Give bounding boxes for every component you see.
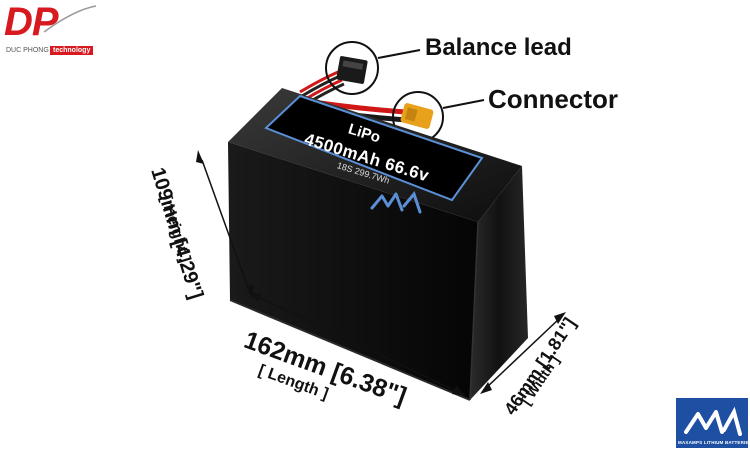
balance-connector-icon <box>336 56 368 84</box>
maxamps-brand-badge: MAXAMPS LITHIUM BATTERIES <box>676 398 750 448</box>
dp-logo-tagline: DUC PHONG <box>6 47 49 54</box>
dp-logo: DP DUC PHONG technology <box>4 0 99 58</box>
battery-side-face <box>470 166 528 400</box>
battery-front-face <box>228 142 478 400</box>
height-arrow <box>196 150 254 298</box>
balance-lead-label: Balance lead <box>425 34 572 61</box>
maxamps-logo-icon <box>684 406 742 436</box>
width-arrow <box>480 312 566 394</box>
dp-logo-badge: technology <box>50 46 94 55</box>
maxamps-brand-caption: MAXAMPS LITHIUM BATTERIES <box>678 440 750 445</box>
dp-logo-letters: DP <box>4 0 59 44</box>
xt-connector-icon <box>400 103 434 129</box>
dp-logo-swoosh-icon <box>43 5 97 33</box>
connector-pointer <box>442 99 485 109</box>
connector-label: Connector <box>488 84 618 114</box>
battery-label-panel <box>264 94 484 202</box>
ma-logo-icon <box>370 190 422 214</box>
length-arrow <box>248 292 466 396</box>
balance-lead-pointer <box>377 49 421 59</box>
balance-lead-highlight-circle <box>325 41 379 95</box>
